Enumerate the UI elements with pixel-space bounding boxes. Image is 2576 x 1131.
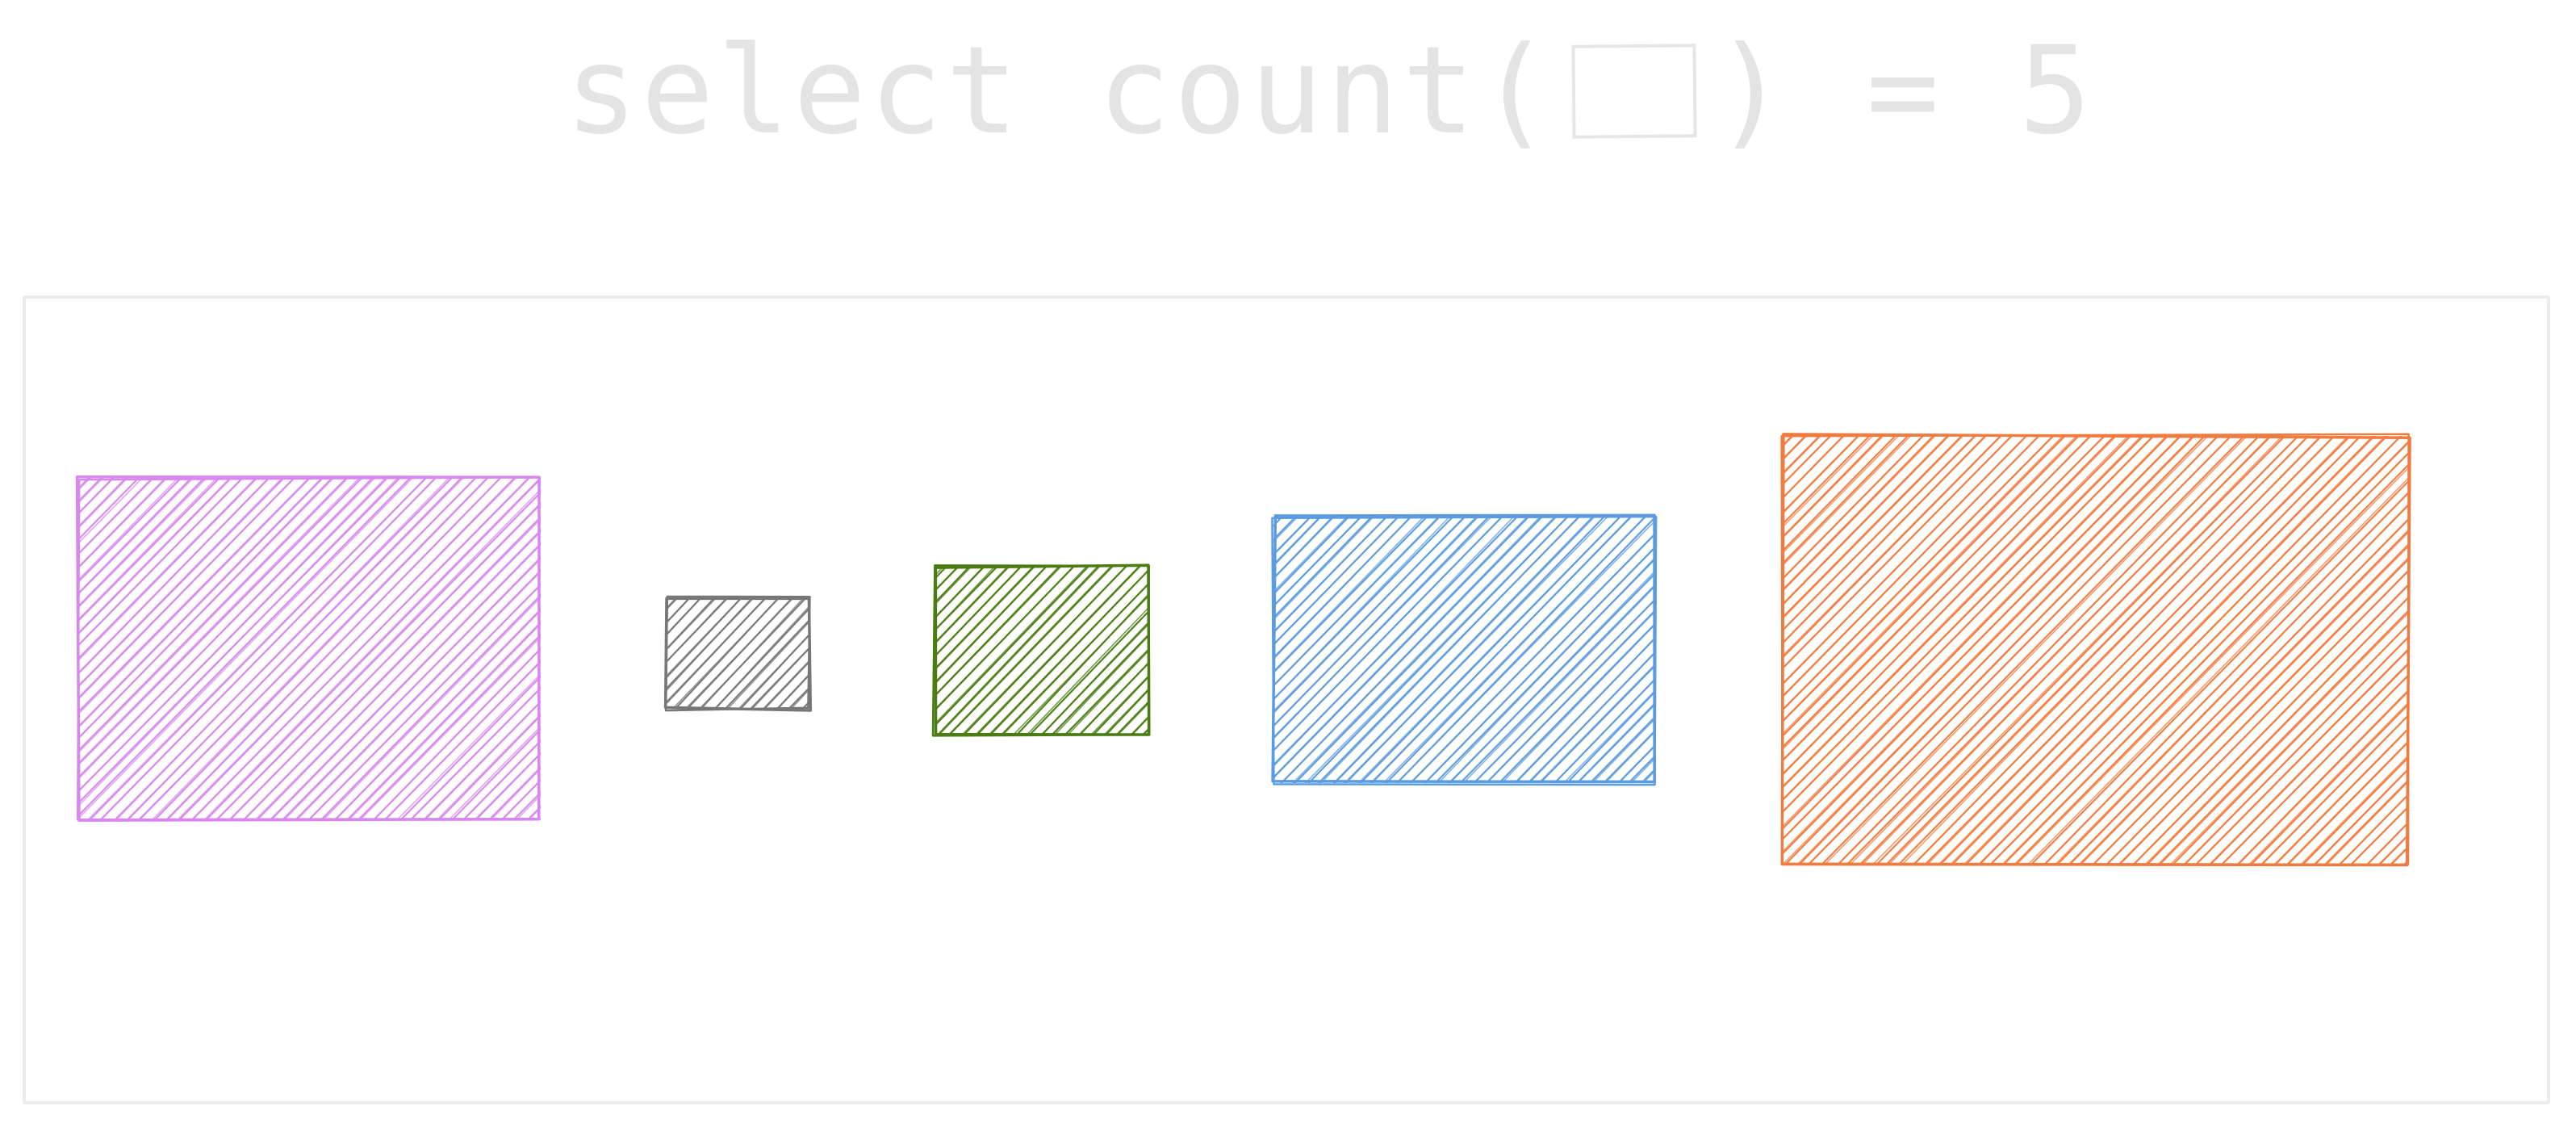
query-prefix: select count( — [565, 21, 1554, 161]
gray-hatched-rectangle[interactable] — [554, 594, 1027, 712]
blue-hatched-rectangle[interactable] — [1009, 513, 2177, 786]
rectangle-container — [23, 295, 2550, 1104]
orange-hatched-rectangle[interactable] — [1357, 433, 2576, 867]
purple-hatched-rectangle[interactable] — [0, 475, 1216, 823]
query-suffix: ) = 5 — [1714, 21, 2095, 161]
query-title: select count( ) = 5 — [565, 23, 2095, 160]
green-hatched-rectangle[interactable] — [766, 563, 1478, 738]
